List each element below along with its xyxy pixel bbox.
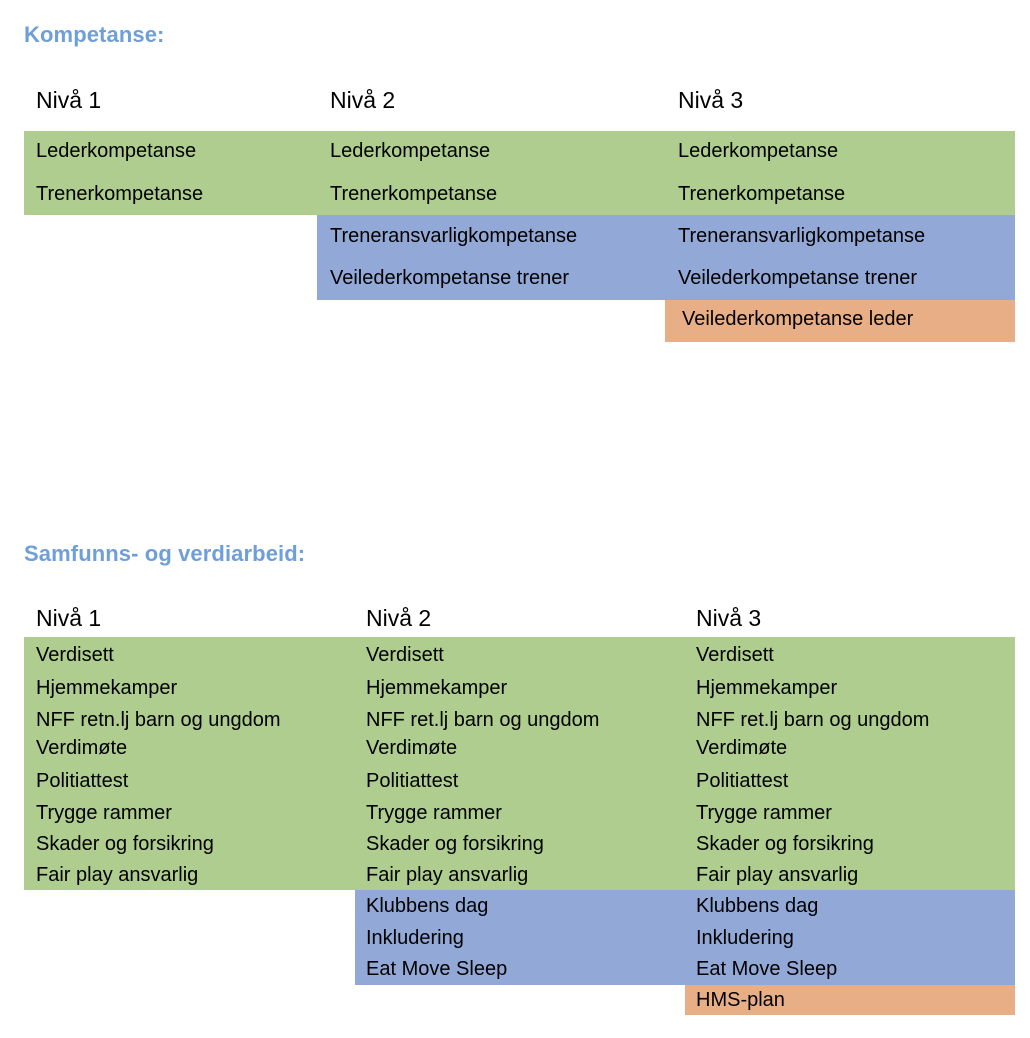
samfunn-green-band — [24, 637, 1015, 890]
samfunn-c2-item-3: NFF ret.lj barn og ungdom — [366, 709, 600, 731]
kompetanse-c1-item-1: Lederkompetanse — [36, 140, 197, 162]
samfunn-c3-item-5: Politiattest — [696, 770, 789, 792]
kompetanse-green-band — [24, 131, 1015, 215]
kompetanse-c2-item-4: Veilederkompetanse trener — [330, 267, 570, 289]
samfunn-c1-item-6: Trygge rammer — [36, 802, 172, 824]
samfunn-column-header-niva-1: Nivå 1 — [36, 605, 102, 631]
samfunn-c3-item-9: Klubbens dag — [696, 895, 819, 917]
samfunn-c1-item-4: Verdimøte — [36, 737, 128, 759]
kompetanse-c3-item-5: Veilederkompetanse leder — [682, 308, 914, 330]
samfunn-c2-item-1: Verdisett — [366, 644, 444, 666]
samfunn-column-header-niva-2: Nivå 2 — [366, 605, 432, 631]
samfunn-c2-item-10: Inkludering — [366, 927, 464, 949]
samfunn-c2-item-11: Eat Move Sleep — [366, 958, 508, 980]
samfunn-c1-item-1: Verdisett — [36, 644, 114, 666]
samfunn-c3-item-4: Verdimøte — [696, 737, 788, 759]
samfunn-c2-item-5: Politiattest — [366, 770, 459, 792]
samfunn-c3-item-3: NFF ret.lj barn og ungdom — [696, 709, 930, 731]
samfunn-c3-item-11: Eat Move Sleep — [696, 958, 838, 980]
samfunn-c2-item-6: Trygge rammer — [366, 802, 502, 824]
samfunn-c2-item-9: Klubbens dag — [366, 895, 489, 917]
kompetanse-c3-item-4: Veilederkompetanse trener — [678, 267, 918, 289]
samfunn-c2-item-7: Skader og forsikring — [366, 833, 544, 855]
samfunn-c3-item-10: Inkludering — [696, 927, 794, 949]
samfunn-c2-item-2: Hjemmekamper — [366, 677, 508, 699]
kompetanse-blue-band — [317, 215, 1015, 300]
samfunn-c2-item-4: Verdimøte — [366, 737, 458, 759]
samfunn-c1-item-7: Skader og forsikring — [36, 833, 214, 855]
kompetanse-c3-item-1: Lederkompetanse — [678, 140, 839, 162]
kompetanse-c3-item-3: Treneransvarligkompetanse — [678, 225, 926, 247]
samfunn-c3-item-2: Hjemmekamper — [696, 677, 838, 699]
kompetanse-column-header-niva-3: Nivå 3 — [678, 87, 744, 113]
samfunn-c1-item-3: NFF retn.lj barn og ungdom — [36, 709, 281, 731]
samfunn-c3-item-1: Verdisett — [696, 644, 774, 666]
kompetanse-column-header-niva-1: Nivå 1 — [36, 87, 102, 113]
samfunn-c1-item-2: Hjemmekamper — [36, 677, 178, 699]
samfunn-c3-item-12: HMS-plan — [696, 989, 785, 1011]
samfunn-c3-item-7: Skader og forsikring — [696, 833, 874, 855]
samfunn-c3-item-8: Fair play ansvarlig — [696, 864, 859, 886]
samfunn-orange-band — [685, 985, 1015, 1015]
section-heading-samfunn-og-verdiarbeid: Samfunns- og verdiarbeid: — [24, 541, 306, 566]
samfunn-column-header-niva-3: Nivå 3 — [696, 605, 762, 631]
samfunn-c3-item-6: Trygge rammer — [696, 802, 832, 824]
kompetanse-orange-band — [665, 300, 1015, 342]
samfunn-c1-item-5: Politiattest — [36, 770, 129, 792]
kompetanse-c2-item-3: Treneransvarligkompetanse — [330, 225, 578, 247]
kompetanse-c1-item-2: Trenerkompetanse — [36, 183, 204, 205]
kompetanse-column-header-niva-2: Nivå 2 — [330, 87, 396, 113]
samfunn-blue-band — [355, 890, 1015, 985]
kompetanse-c2-item-2: Trenerkompetanse — [330, 183, 498, 205]
samfunn-c2-item-8: Fair play ansvarlig — [366, 864, 529, 886]
kompetanse-c2-item-1: Lederkompetanse — [330, 140, 491, 162]
kompetanse-c3-item-2: Trenerkompetanse — [678, 183, 846, 205]
section-heading-kompetanse: Kompetanse: — [24, 22, 165, 47]
samfunn-c1-item-8: Fair play ansvarlig — [36, 864, 199, 886]
